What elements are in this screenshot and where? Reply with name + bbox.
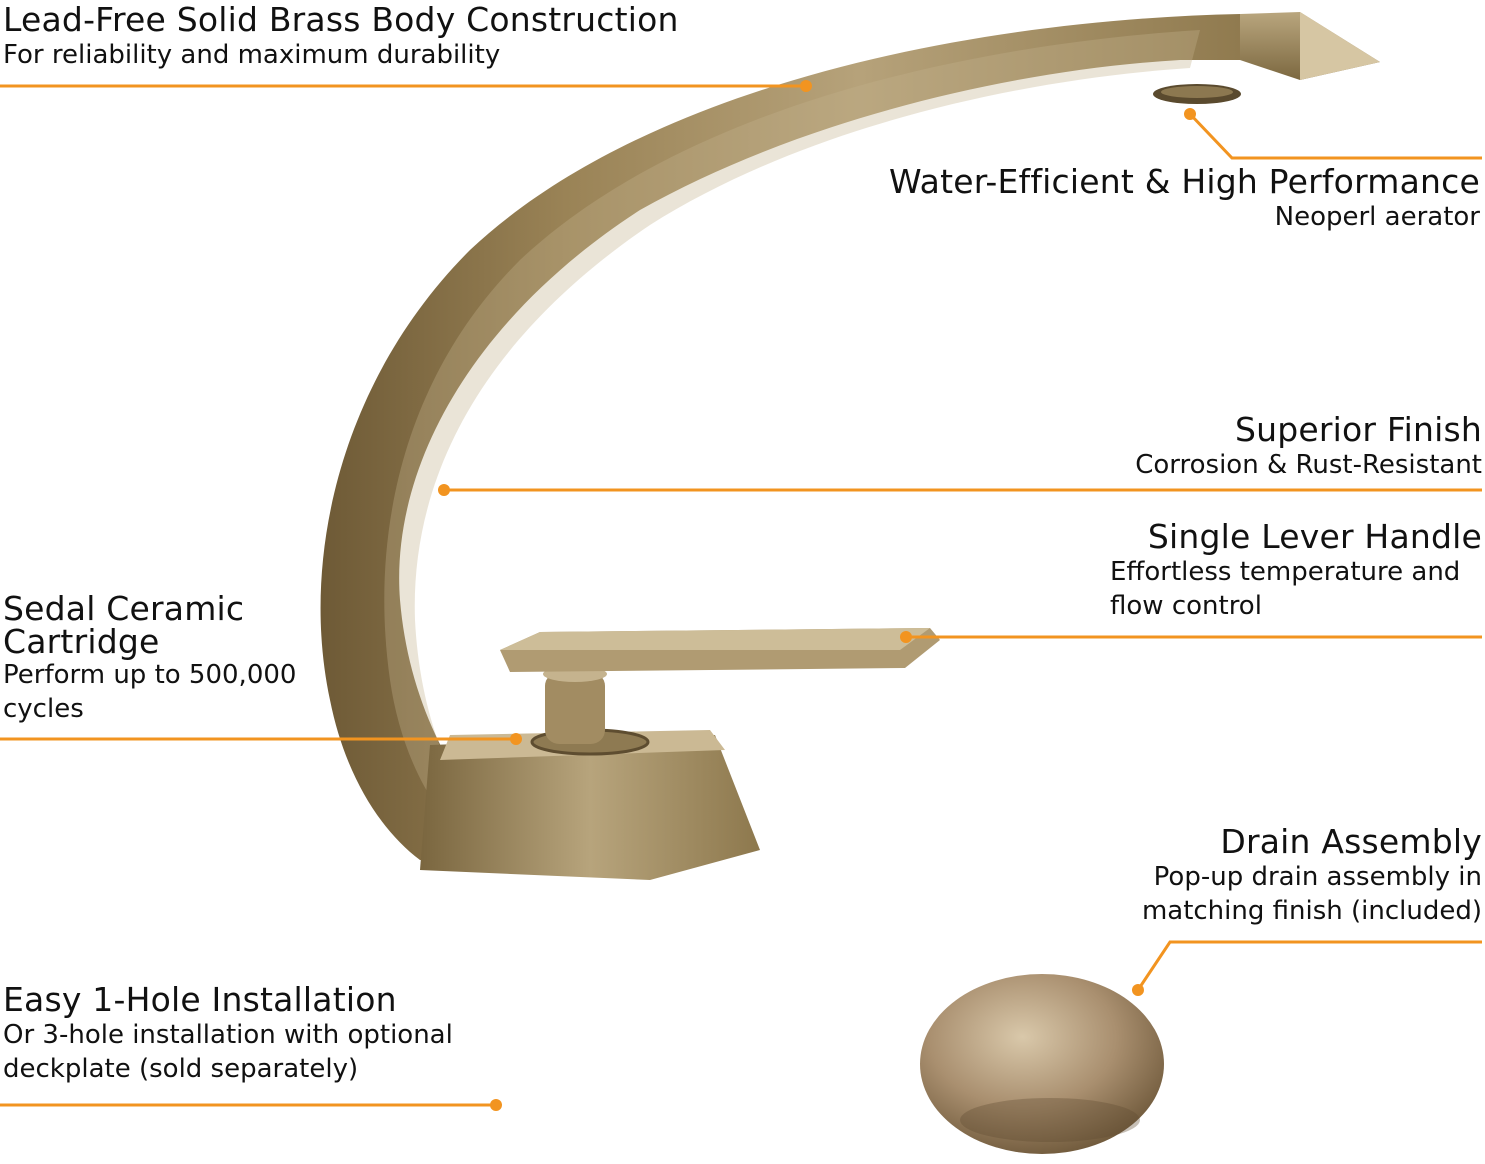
leader-line-aerator [1188,112,1482,160]
lever-handle-top [500,628,930,650]
drain-dome-shape [920,974,1164,1154]
callout-installation: Easy 1-Hole Installation Or 3-hole insta… [3,982,453,1086]
leader-dot-drain [1132,984,1144,996]
faucet-spout-face [1300,12,1380,80]
callout-drain: Drain Assembly Pop-up drain assembly in … [1126,824,1482,928]
callout-installation-title: Easy 1-Hole Installation [3,980,397,1019]
callout-finish: Superior Finish Corrosion & Rust-Resista… [1135,412,1482,482]
callout-installation-subtitle-line-1: Or 3-hole installation with optional [3,1020,453,1050]
callout-installation-subtitle-line-2: deckplate (sold separately) [3,1054,359,1084]
callout-aerator: Water-Efficient & High Performance Neope… [889,164,1480,234]
callout-cartridge-title-line-2: Cartridge [3,622,160,661]
leader-dots [438,80,1196,1111]
leader-dot-cartridge [510,733,522,745]
callout-finish-subtitle: Corrosion & Rust-Resistant [1135,450,1482,480]
callout-body-subtitle: For reliability and maximum durability [3,40,501,70]
callout-lever-subtitle-line-2: flow control [1110,591,1262,621]
callout-lever: Single Lever Handle Effortless temperatu… [1110,519,1482,623]
callout-drain-subtitle-line-2: matching finish (included) [1141,896,1482,926]
leader-dot-body [800,80,812,92]
callout-drain-subtitle-line-1: Pop-up drain assembly in [1153,862,1482,892]
callout-drain-title: Drain Assembly [1220,822,1482,861]
lever-stem [545,672,605,744]
leader-dot-aerator [1184,108,1196,120]
callout-aerator-title: Water-Efficient & High Performance [888,162,1480,201]
faucet-body-highlight [384,30,1200,845]
callout-body-title: Lead-Free Solid Brass Body Construction [3,0,679,39]
callout-lever-subtitle-line-1: Effortless temperature and [1110,557,1461,587]
callout-cartridge-subtitle-line-1: Perform up to 500,000 [3,660,297,690]
faucet-body-shape [320,14,1300,860]
callout-aerator-subtitle: Neoperl aerator [1274,202,1480,232]
leader-dot-lever [900,631,912,643]
callout-finish-title: Superior Finish [1234,410,1482,449]
callout-cartridge-title-line-1: Sedal Ceramic [3,589,245,628]
aerator-ring [1161,86,1233,98]
callout-cartridge-subtitle-line-2: cycles [3,694,84,724]
callout-body: Lead-Free Solid Brass Body Construction … [3,2,679,72]
leader-dot-finish [438,484,450,496]
leader-dot-installation [490,1099,502,1111]
faucet-base-shape [420,735,760,880]
callout-cartridge: Sedal Ceramic Cartridge Perform up to 50… [3,592,296,726]
drain-dome-shade [960,1098,1140,1142]
leader-line-drain [1136,940,1482,991]
callout-lever-title: Single Lever Handle [1147,517,1482,556]
leader-lines [0,84,1482,1107]
